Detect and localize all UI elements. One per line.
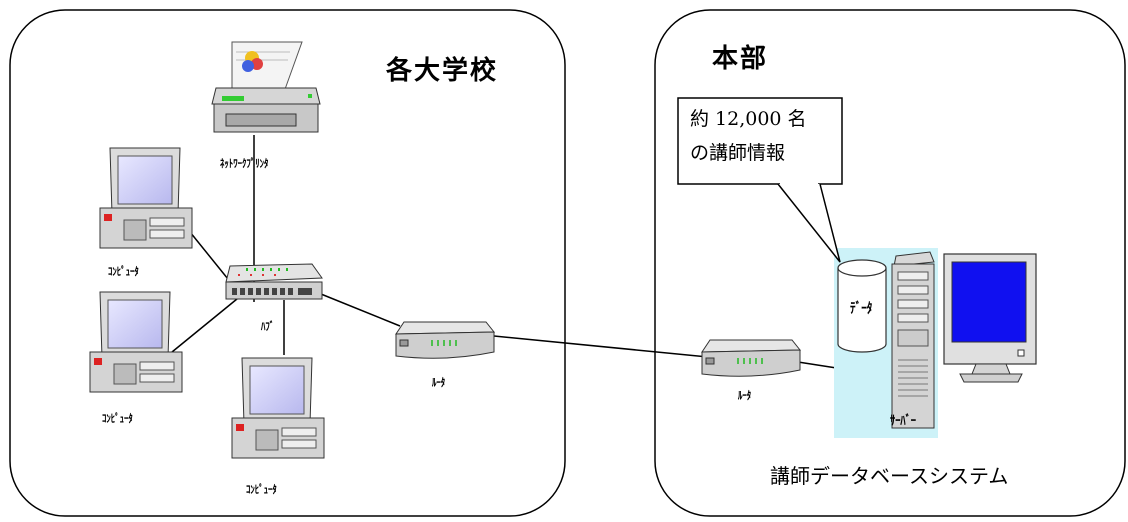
campus-region	[9, 9, 566, 517]
hq-monitor-icon	[943, 253, 1037, 383]
hq-region	[654, 9, 1126, 517]
callout-line2: の講師情報	[690, 142, 786, 164]
info-callout	[677, 97, 843, 263]
computer-1-label: ｺﾝﾋﾟｭｰﾀ	[108, 265, 139, 278]
computer-3-icon	[231, 357, 325, 459]
hub-icon	[225, 263, 323, 300]
computer-2-label: ｺﾝﾋﾟｭｰﾀ	[102, 412, 133, 425]
computer-2-icon	[89, 291, 183, 393]
server-label: ｻｰﾊﾞｰ	[890, 414, 916, 429]
hub-label: ﾊﾌﾞ	[261, 320, 275, 333]
printer-label: ﾈｯﾄﾜｰｸﾌﾟﾘﾝﾀ	[220, 157, 269, 170]
callout-line1: 約 12,000 名	[690, 108, 807, 130]
hq-caption: 講師データベースシステム	[770, 464, 1009, 488]
router-campus-label: ﾙｰﾀ	[432, 376, 446, 389]
router-hq-label: ﾙｰﾀ	[738, 389, 752, 402]
campus-title: 各大学校	[386, 56, 499, 86]
hq-title: 本部	[712, 44, 769, 74]
network-printer-icon	[211, 41, 321, 133]
computer-1-icon	[99, 147, 193, 249]
computer-3-label: ｺﾝﾋﾟｭｰﾀ	[246, 483, 277, 496]
router-hq-icon	[701, 339, 802, 377]
network-links	[171, 135, 889, 377]
database-label: ﾃﾞｰﾀ	[850, 301, 873, 317]
router-campus-icon	[395, 321, 496, 359]
server-tower-icon	[891, 251, 935, 429]
database-icon	[837, 259, 887, 353]
